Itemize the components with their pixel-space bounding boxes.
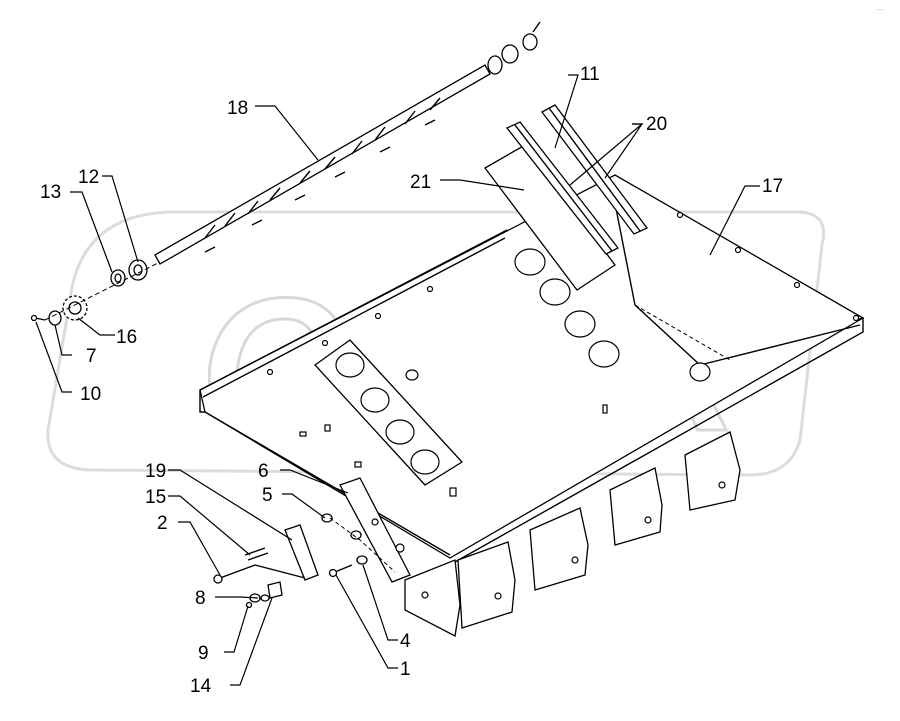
callout-19: 19	[145, 461, 166, 482]
mounting-bracket	[339, 477, 411, 583]
callout-1: 1	[400, 659, 411, 680]
washer-7	[48, 310, 62, 326]
callout-8: 8	[195, 588, 206, 609]
callout-18: 18	[227, 98, 248, 119]
callout-21: 21	[410, 172, 431, 193]
callout-6: 6	[258, 461, 269, 482]
callout-15: 15	[145, 487, 166, 508]
callout-13: 13	[40, 182, 61, 203]
lever-axis	[329, 517, 396, 573]
deck-slots	[299, 404, 608, 497]
lever-19	[284, 524, 319, 581]
deck-openings	[405, 248, 711, 382]
callout-16: 16	[116, 327, 137, 348]
callout-11: 11	[580, 64, 600, 85]
hopper-boxes	[404, 431, 741, 637]
angle-rail-right	[541, 104, 649, 235]
callout-4: 4	[400, 631, 411, 652]
deck-plate	[199, 174, 865, 563]
callout-2: 2	[157, 513, 168, 534]
callout-10: 10	[80, 384, 101, 405]
callout-20: 20	[646, 114, 667, 135]
tine-shaft	[154, 64, 491, 265]
washer-6	[350, 530, 362, 540]
angle-rail-left	[505, 121, 619, 255]
edge-holes	[266, 211, 860, 376]
nut-5	[321, 513, 333, 523]
perforated-strip	[314, 339, 464, 486]
nut-4	[356, 555, 368, 565]
callouts: 18 11 20 21 17 13 12 16 7 10 19 15 2 6 5…	[40, 64, 783, 697]
callout-5: 5	[262, 485, 273, 506]
corner-mark: ···	[876, 5, 884, 14]
assembly-axis	[44, 261, 161, 321]
bushing-14	[267, 581, 283, 599]
bearing-12	[128, 259, 148, 281]
bolt-1	[328, 564, 353, 578]
washers-8	[249, 593, 270, 603]
callout-9: 9	[198, 643, 209, 664]
link-rod	[254, 564, 306, 579]
cover-plate	[484, 144, 616, 291]
screw-10	[30, 314, 46, 322]
callout-14: 14	[190, 676, 212, 697]
sprocket-16	[62, 295, 88, 321]
leader-lines	[35, 74, 760, 686]
callout-12: 12	[78, 167, 99, 188]
callout-17: 17	[762, 176, 783, 197]
shaft-end-bushings	[487, 21, 541, 75]
callout-7: 7	[86, 346, 97, 367]
bolt-2	[213, 564, 256, 584]
bearing-13	[110, 269, 126, 287]
